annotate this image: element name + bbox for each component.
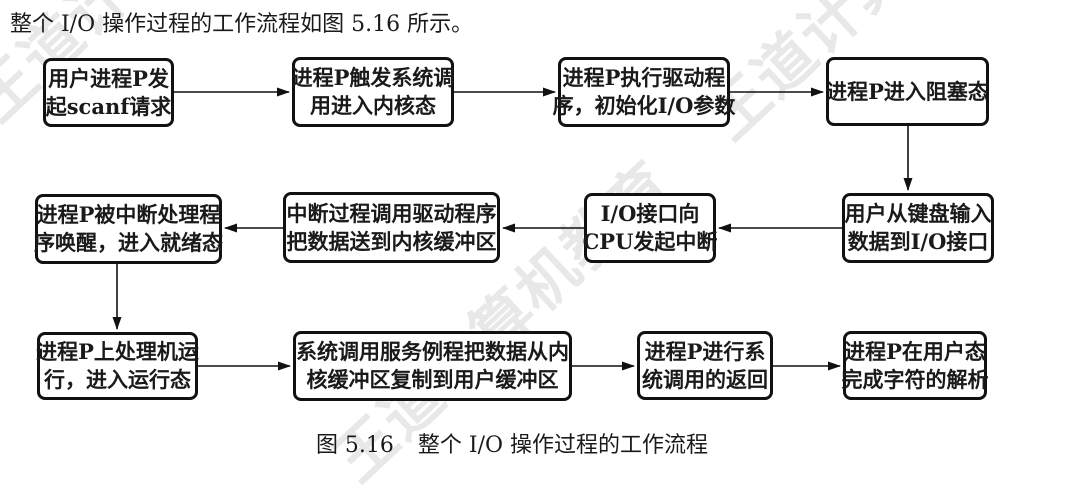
flow-node-process-running: 进程P上处理机运 行，进入运行态 [36,332,199,400]
flow-node-line: 序，初始化I/O参数 [552,93,736,118]
intro-sentence: 整个 I/O 操作过程的工作流程如图 5.16 所示。 [10,12,474,37]
flow-node-line: 进程P进行系 [644,338,766,364]
flow-node-line: 进程P执行驱动程 [562,65,726,90]
flow-node-process-woken-ready: 进程P被中断处理程 序唤醒，进入就绪态 [34,194,223,264]
flow-node-run-driver-init-io: 进程P执行驱动程 序，初始化I/O参数 [553,57,735,127]
flow-node-io-interrupt-cpu: I/O接口向 CPU发起中断 [582,193,718,263]
flow-node-line: 核缓冲区复制到用户缓冲区 [306,367,559,392]
flow-node-line: 进程P触发系统调 [291,65,455,90]
flow-node-line: 行，进入运行态 [44,367,191,392]
flow-node-syscall-return: 进程P进行系 统调用的返回 [637,331,773,400]
flow-node-keyboard-input: 用户从键盘输入 数据到I/O接口 [842,193,994,263]
figure-caption-title: 整个 I/O 操作过程的工作流程 [417,433,709,458]
figure-caption-label: 图 5.16 [315,433,394,458]
flow-node-line: 系统调用服务例程把数据从内 [296,339,569,364]
flow-node-line: 统调用的返回 [642,366,768,392]
flow-node-interrupt-copy-kernel-buffer: 中断过程调用驱动程序 把数据送到内核缓冲区 [283,192,500,263]
flow-node-line: 用户从键盘输入 [844,201,992,226]
flow-node-line: 用进入内核态 [310,93,436,118]
flow-node-line: 进程P进入阻塞态 [826,78,989,104]
flow-node-user-scanf-request: 用户进程P发 起scanf请求 [43,58,174,127]
flow-node-line: 用户进程P发 [48,65,169,91]
flow-node-line: 进程P被中断处理程 [36,202,221,227]
flow-node-line: 中断过程调用驱动程序 [286,200,497,226]
flow-node-line: 完成字符的解析 [841,366,989,392]
figure-caption: 图 5.16 整个 I/O 操作过程的工作流程 [316,427,708,459]
flow-node-copy-to-user-buffer: 系统调用服务例程把数据从内 核缓冲区复制到用户缓冲区 [293,331,572,401]
flow-node-line: 起scanf请求 [45,93,172,119]
flow-node-parse-chars-user-mode: 进程P在用户态 完成字符的解析 [841,331,989,400]
flow-node-line: I/O接口向 [600,201,700,226]
flow-node-line: CPU发起中断 [582,229,718,254]
flow-node-line: 把数据送到内核缓冲区 [286,228,497,254]
flow-node-line: 序唤醒，进入就绪态 [34,230,223,255]
flow-node-line: 数据到I/O接口 [847,229,989,254]
flow-node-line: 进程P上处理机运 [36,339,199,364]
flow-node-line: 进程P在用户态 [844,338,986,364]
flow-node-process-blocked: 进程P进入阻塞态 [826,57,989,126]
flow-node-syscall-enter-kernel: 进程P触发系统调 用进入内核态 [292,57,454,127]
